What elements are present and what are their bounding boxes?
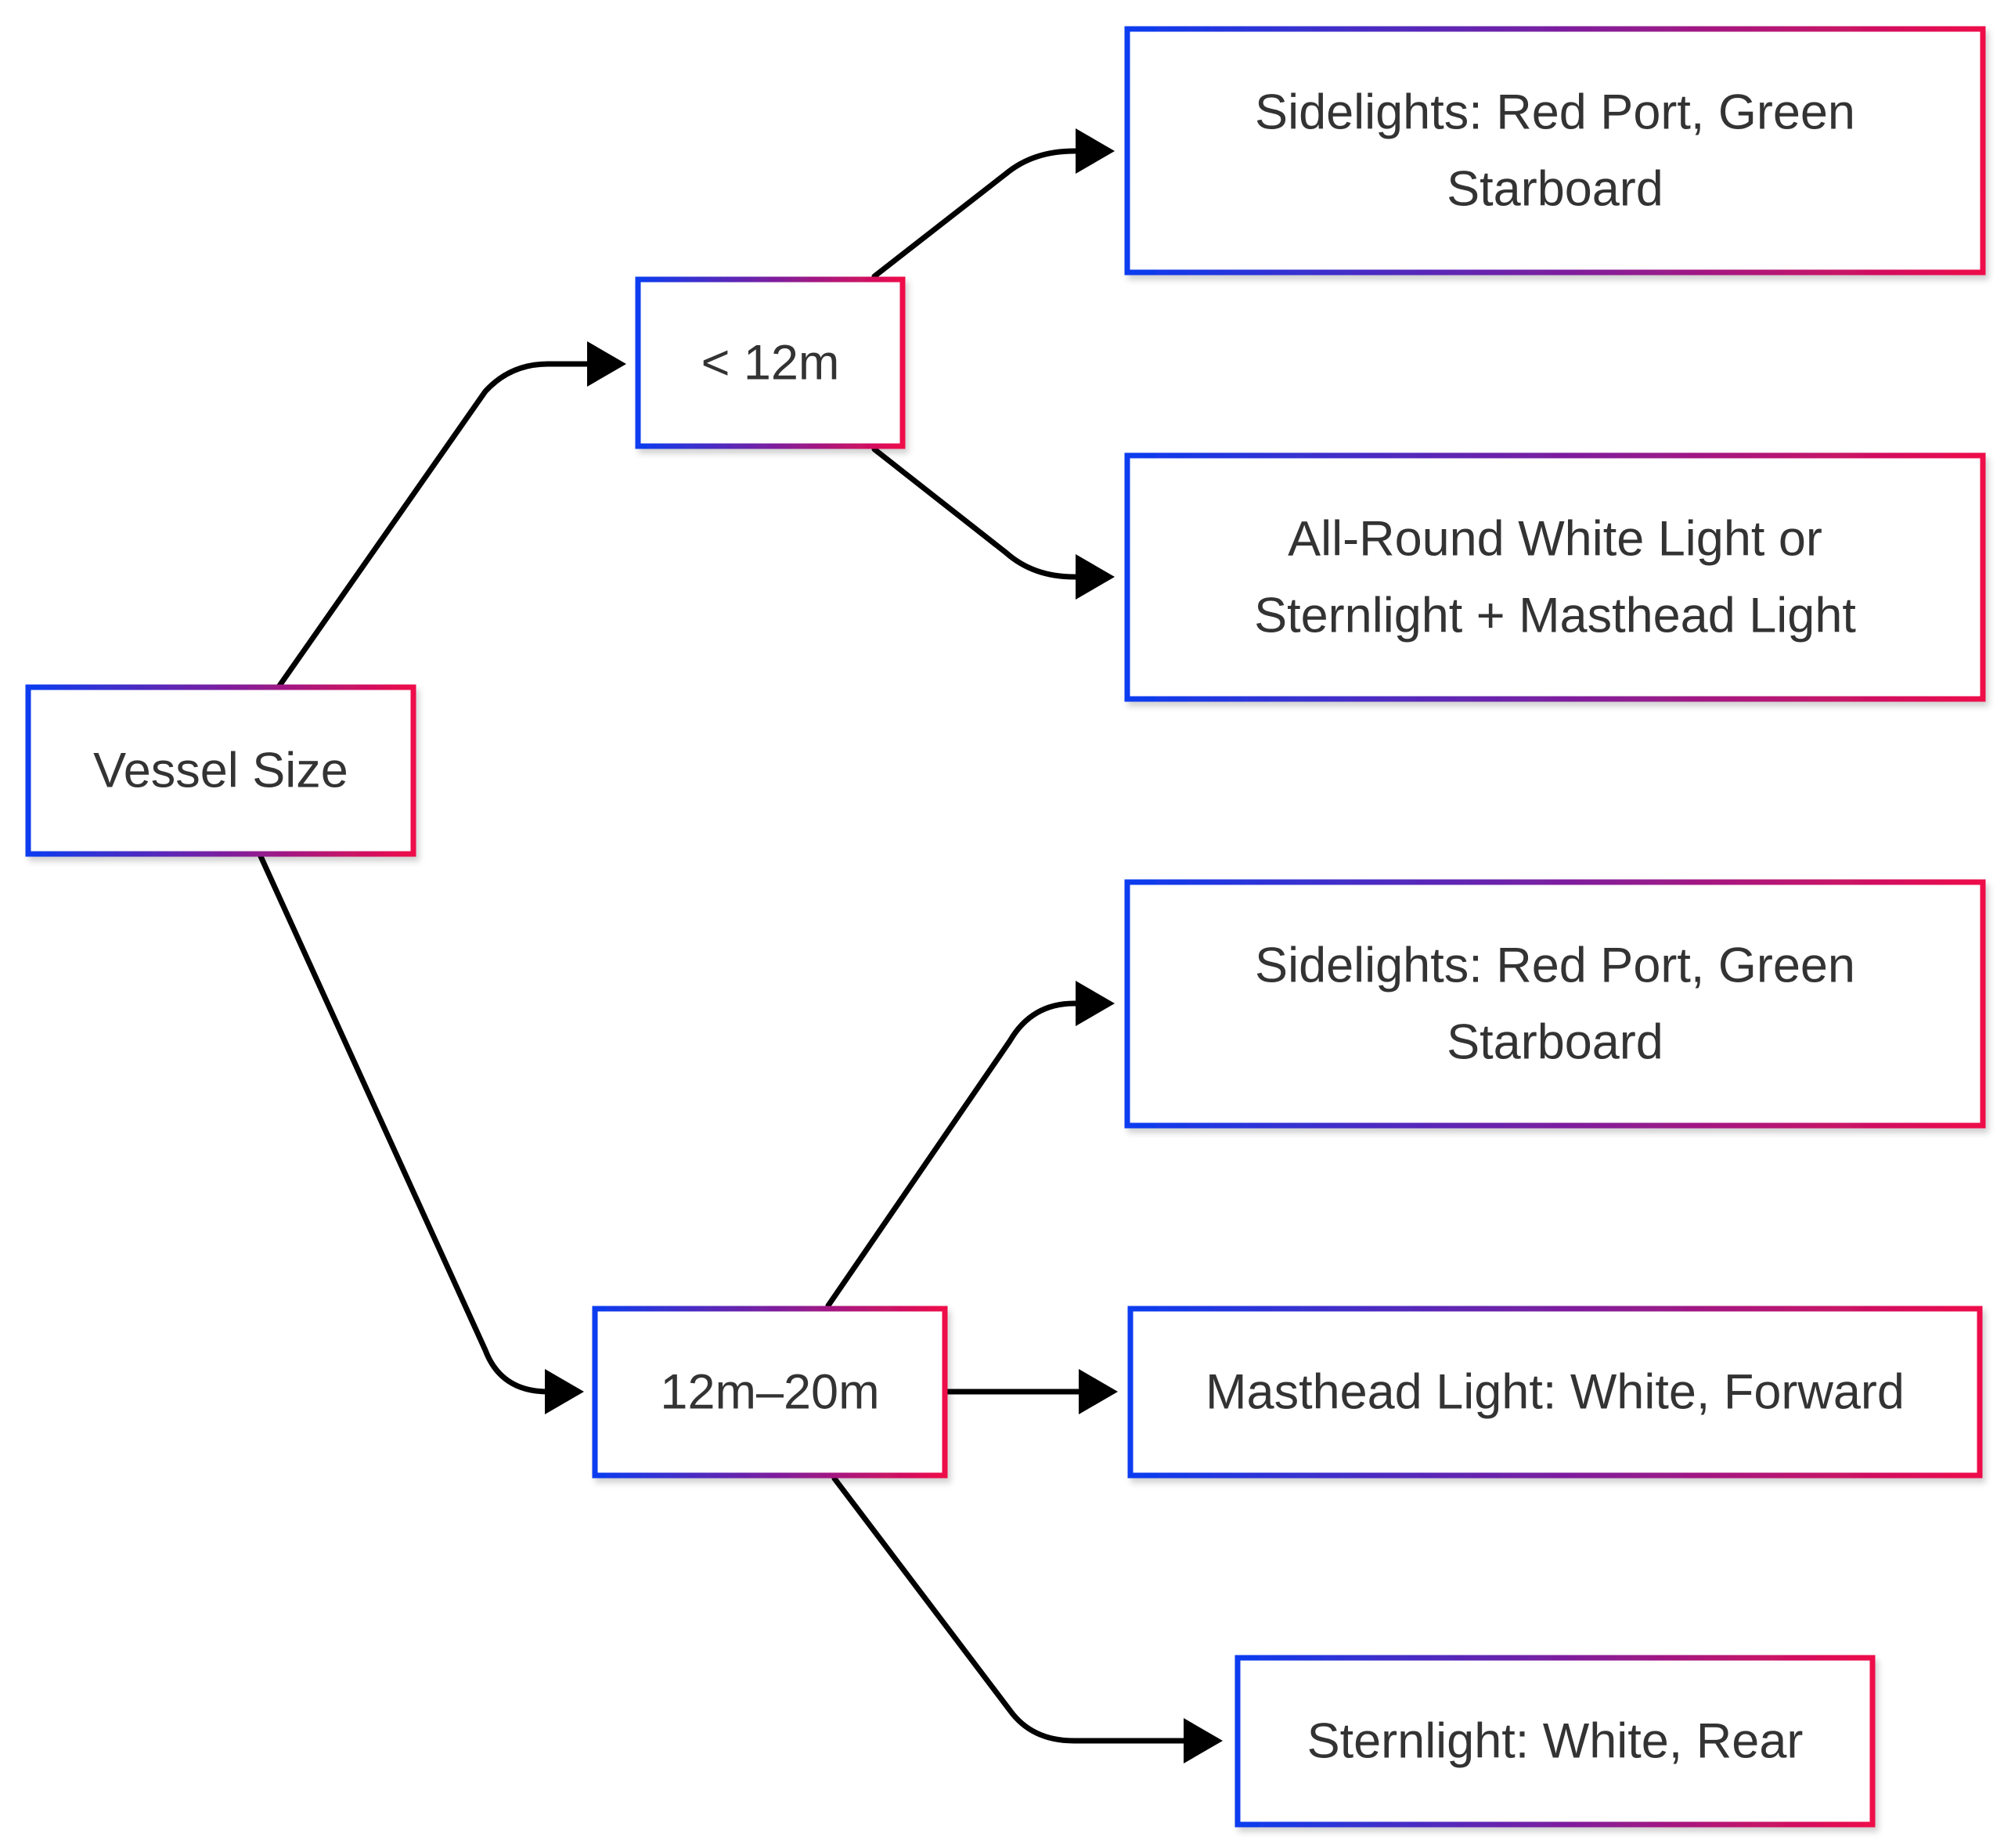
node-label-line: Sidelights: Red Port, Green — [1255, 85, 1855, 140]
arrowhead-icon — [1079, 1369, 1118, 1414]
edges-layer — [258, 128, 1223, 1763]
arrowhead-icon — [587, 341, 626, 387]
node-label-line: Starboard — [1447, 162, 1663, 217]
node-medium-masthead[interactable]: Masthead Light: White, Forward — [1127, 1306, 1983, 1479]
node-small-allround[interactable]: All-Round White Light or Sternlight + Mas… — [1124, 452, 1986, 702]
node-label-line: Starboard — [1447, 1015, 1663, 1070]
node-medium[interactable]: 12m–20m — [592, 1306, 948, 1479]
edge-medium-to-medium_sternlight — [831, 1475, 1223, 1763]
node-medium-sternlight[interactable]: Sternlight: White, Rear — [1234, 1655, 1876, 1828]
node-box — [25, 684, 416, 857]
edge-line — [831, 1475, 1190, 1744]
edge-vessel-to-medium — [258, 853, 584, 1414]
node-label-line: Sternlight + Masthead Light — [1254, 589, 1856, 643]
node-box — [635, 276, 906, 449]
arrowhead-icon — [1076, 128, 1115, 174]
edge-line — [871, 446, 1082, 580]
node-label-line: Vessel Size — [93, 744, 348, 798]
node-label-line: All-Round White Light or — [1288, 512, 1822, 567]
node-label-line: 12m–20m — [660, 1365, 879, 1420]
node-box — [592, 1306, 948, 1479]
node-box — [1124, 452, 1986, 702]
node-box — [1234, 1655, 1876, 1828]
node-box — [1124, 879, 1986, 1129]
node-label-line: Masthead Light: White, Forward — [1206, 1365, 1905, 1420]
node-small[interactable]: < 12m — [635, 276, 906, 449]
arrowhead-icon — [1076, 981, 1115, 1026]
edge-medium-to-medium_masthead — [944, 1369, 1118, 1414]
arrowhead-icon — [1076, 554, 1115, 600]
edge-line — [825, 1000, 1082, 1309]
node-box — [1124, 26, 1986, 276]
node-vessel[interactable]: Vessel Size — [25, 684, 416, 857]
node-label-line: Sternlight: White, Rear — [1307, 1714, 1804, 1769]
edge-small-to-small_allround — [871, 446, 1115, 600]
node-label-line: < 12m — [701, 336, 840, 391]
edge-line — [258, 853, 551, 1395]
arrowhead-icon — [545, 1369, 584, 1414]
edge-line — [871, 148, 1082, 279]
nodes-layer: Vessel Size < 12m 12m–20m Sidelights: Red P… — [25, 26, 1986, 1828]
edge-vessel-to-small — [276, 341, 626, 689]
node-label-line: Sidelights: Red Port, Green — [1255, 938, 1855, 993]
edge-medium-to-medium_sidelights — [825, 981, 1115, 1309]
edge-line — [276, 361, 592, 689]
edge-small-to-small_sidelights — [871, 128, 1115, 279]
arrowhead-icon — [1184, 1718, 1223, 1763]
node-box — [1127, 1306, 1983, 1479]
